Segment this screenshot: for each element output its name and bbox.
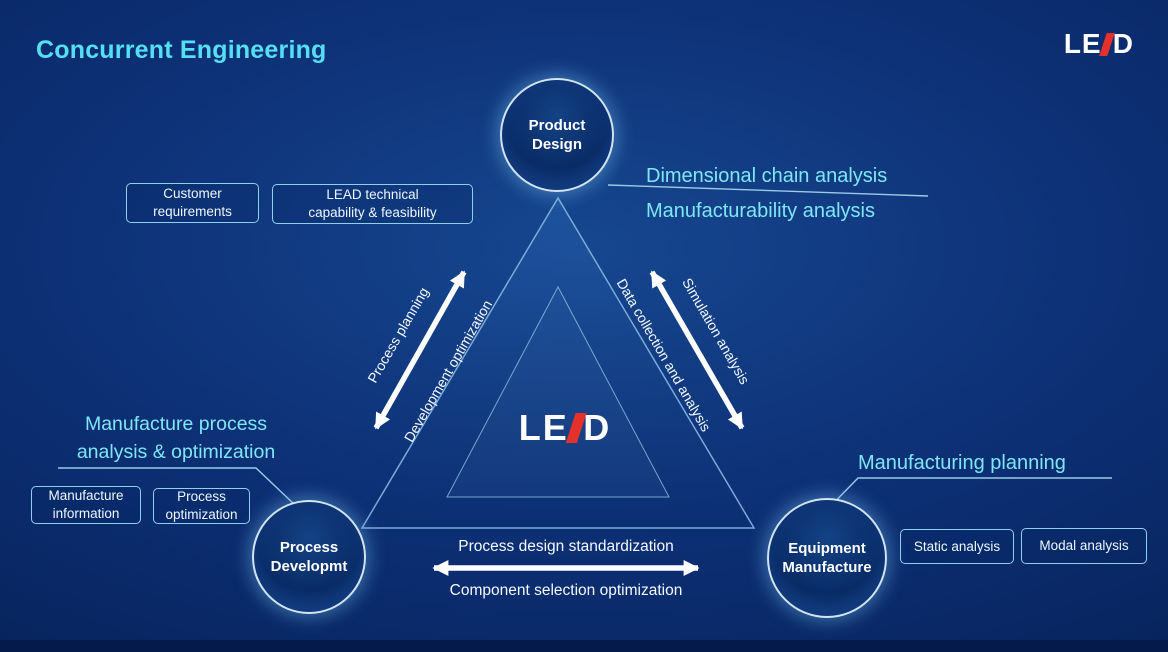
process-annotation-line	[58, 467, 297, 507]
box-lead-technical-capability: LEAD technical capability & feasibility	[272, 184, 473, 224]
center-lead-logo-text-d: D	[583, 407, 612, 448]
box-process-optimization: Process optimization	[153, 488, 250, 524]
lead-logo: LE D	[1064, 28, 1134, 60]
box-static-analysis: Static analysis	[900, 529, 1014, 564]
product-annotation-line	[607, 184, 929, 197]
center-lead-logo-text-le: LE	[518, 407, 569, 448]
node-label: Product	[528, 116, 586, 134]
node-label: Developmt	[270, 558, 348, 575]
box-modal-analysis: Modal analysis	[1021, 528, 1147, 564]
annotation-manufacture-process: Manufacture process analysis & optimizat…	[30, 410, 322, 466]
box-customer-requirements: Customer requirements	[126, 183, 259, 223]
edge-label-component-selection-optimization: Component selection optimization	[449, 582, 683, 599]
page-title: Concurrent Engineering	[36, 36, 327, 64]
annotation-dimensional-chain-analysis: Dimensional chain analysis	[646, 165, 888, 187]
node-label: Process	[279, 538, 339, 556]
lead-logo-text-le: LE	[1063, 28, 1102, 59]
node-process-development: Process Developmt	[252, 500, 366, 614]
edge-label-process-design-standardization: Process design standardization	[458, 538, 674, 555]
node-label: Design	[531, 136, 582, 153]
node-label: Manufacture	[782, 559, 872, 576]
center-lead-logo: LE D	[519, 407, 611, 449]
inner-triangle	[446, 285, 670, 498]
annotation-manufacturability-analysis: Manufacturability analysis	[646, 200, 875, 222]
left-edge-arrow	[373, 270, 467, 430]
bottom-bar	[0, 640, 1168, 652]
annotation-line-1: Manufacture process	[84, 413, 268, 435]
lead-logo-text-d: D	[1112, 28, 1134, 59]
annotation-line-2: analysis & optimization	[76, 441, 276, 463]
right-edge-arrow	[649, 270, 745, 430]
box-manufacture-information: Manufacture information	[31, 486, 141, 524]
annotation-manufacturing-planning: Manufacturing planning	[858, 452, 1066, 474]
node-equipment-manufacture: Equipment Manufacture	[767, 498, 887, 618]
node-product-design: Product Design	[500, 78, 614, 192]
node-label: Equipment	[788, 539, 866, 557]
